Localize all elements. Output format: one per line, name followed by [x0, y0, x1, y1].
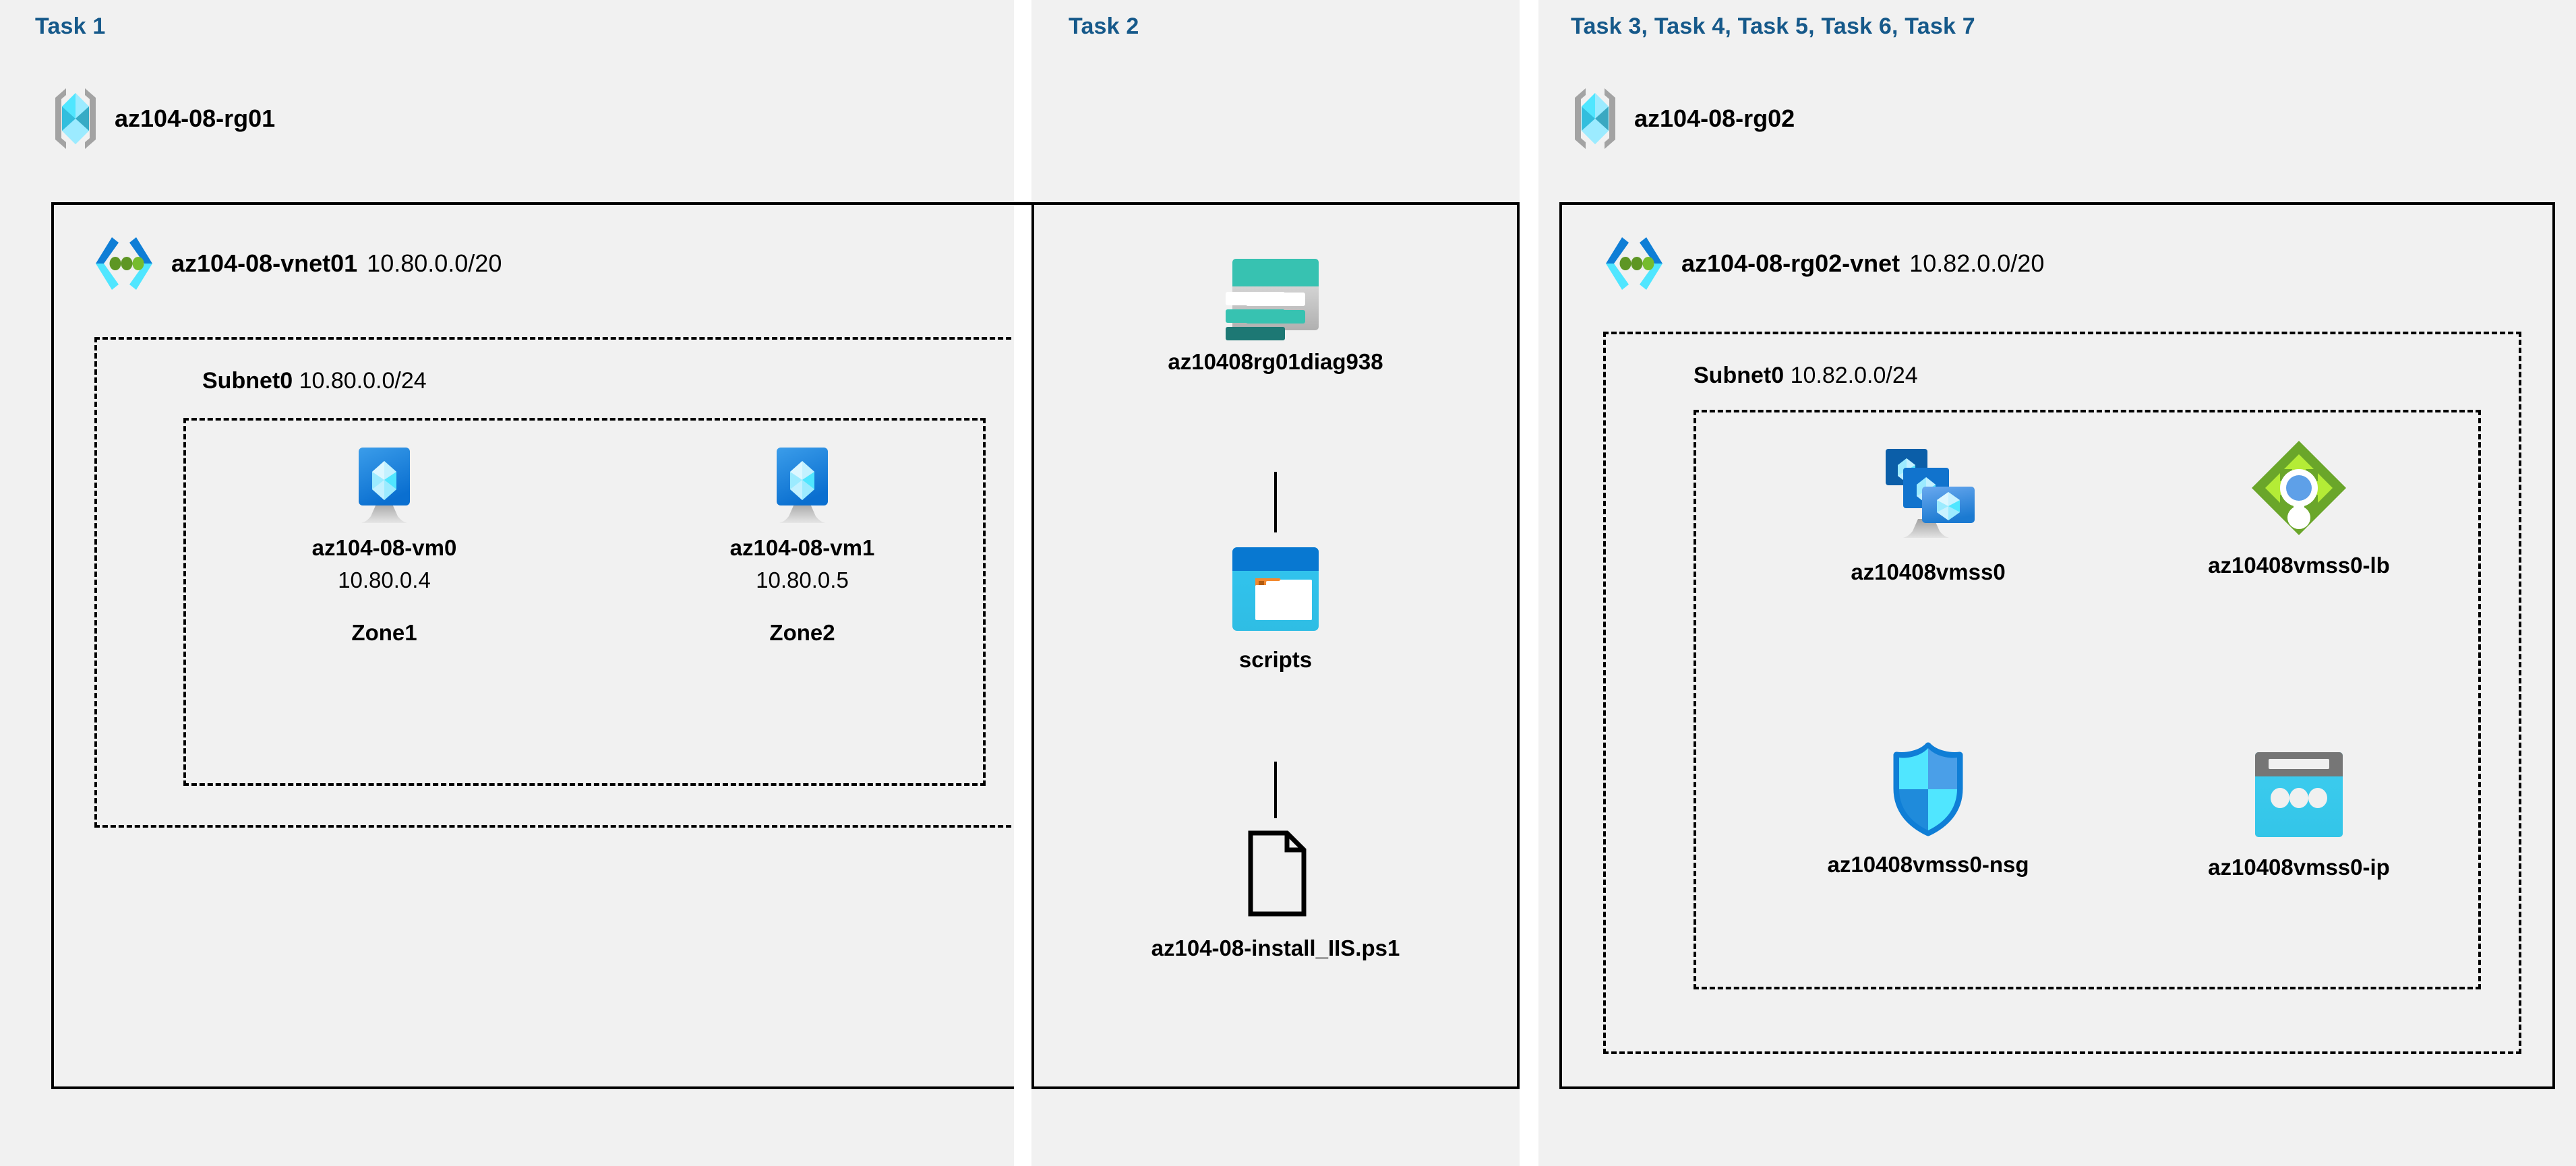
virtual-machine-icon: [349, 445, 419, 524]
subnet-cidr: 10.82.0.0/24: [1790, 363, 1918, 388]
vmss-node[interactable]: az10408vmss0: [1780, 445, 2076, 585]
task3-panel: [1556, 0, 2576, 1166]
panel-gap-lower: [1014, 206, 1031, 1166]
nsg-name: az10408vmss0-nsg: [1827, 852, 2029, 877]
vm-node-0[interactable]: az104-08-vm0 10.80.0.4 Zone1: [283, 445, 485, 646]
load-balancer-node[interactable]: az10408vmss0-lb: [2151, 438, 2447, 578]
vm-ip: 10.80.0.5: [756, 567, 849, 592]
vm-zone: Zone2: [769, 620, 835, 645]
public-ip-node[interactable]: az10408vmss0-ip: [2151, 749, 2447, 880]
task1-vm-group-box: [183, 418, 986, 786]
task3-vnet-header[interactable]: az104-08-rg02-vnet 10.82.0.0/20: [1603, 235, 2044, 293]
blob-container-node[interactable]: scripts: [1087, 546, 1464, 673]
task2-title: Task 2: [1069, 13, 1139, 39]
load-balancer-name: az10408vmss0-lb: [2208, 553, 2390, 578]
task3-subnet-box: [1603, 332, 2521, 1054]
load-balancer-icon: [2249, 438, 2349, 538]
public-ip-address-icon: [2251, 749, 2347, 840]
vnet-cidr: 10.82.0.0/20: [1909, 249, 2045, 277]
resource-group-label: az104-08-rg01: [115, 104, 276, 132]
vmss-name: az10408vmss0: [1851, 559, 2006, 584]
vm-ip: 10.80.0.4: [338, 567, 431, 592]
file-node[interactable]: az104-08-install_IIS.ps1: [1087, 829, 1464, 961]
connector-storage-to-container: [1274, 472, 1277, 532]
storage-account-rows: [1226, 292, 1290, 342]
task1-subnet-label: Subnet0 10.80.0.0/24: [202, 368, 427, 394]
panel-gap: [1014, 0, 1031, 202]
task3-resource-group-box: [1694, 410, 2481, 989]
file-icon: [1238, 829, 1313, 918]
connector-container-to-file: [1274, 762, 1277, 818]
task1-title: Task 1: [35, 13, 106, 39]
vnet-cidr: 10.80.0.0/20: [367, 249, 502, 277]
task3-subnet-label: Subnet0 10.82.0.0/24: [1694, 363, 1918, 389]
vnet-name: az104-08-rg02-vnet: [1681, 249, 1900, 277]
file-name: az104-08-install_IIS.ps1: [1151, 935, 1400, 960]
vm-node-1[interactable]: az104-08-vm1 10.80.0.5 Zone2: [701, 445, 903, 646]
vm-name: az104-08-vm1: [729, 535, 875, 560]
network-security-group-icon: [1887, 741, 1969, 837]
vm-zone: Zone1: [351, 620, 417, 645]
panel-gap-2-white: [1521, 0, 1538, 1166]
subnet-cidr: 10.80.0.0/24: [299, 368, 427, 394]
task3-title: Task 3, Task 4, Task 5, Task 6, Task 7: [1571, 13, 1975, 39]
virtual-machine-icon: [767, 445, 837, 524]
vm-name: az104-08-vm0: [311, 535, 457, 560]
public-ip-name: az10408vmss0-ip: [2208, 855, 2390, 880]
panel-gap-2-inner: [1538, 0, 1556, 1166]
task1-resource-group[interactable]: az104-08-rg01: [51, 86, 275, 151]
task3-resource-group[interactable]: az104-08-rg02: [1571, 86, 1795, 151]
blob-container-icon: [1230, 546, 1321, 632]
storage-account-name: az10408rg01diag938: [1168, 349, 1383, 374]
vnet-name: az104-08-vnet01: [171, 249, 358, 277]
subnet-name: Subnet0: [1694, 363, 1785, 388]
task1-panel: [0, 0, 1014, 1166]
virtual-network-icon: [93, 235, 155, 293]
subnet-name: Subnet0: [202, 368, 293, 394]
resource-group-label: az104-08-rg02: [1634, 104, 1795, 132]
virtual-network-icon: [1603, 235, 1665, 293]
task3-vnet-box: [1559, 202, 2555, 1089]
resource-group-icon: [1571, 86, 1619, 151]
task2-box: [1031, 202, 1520, 1089]
blob-container-name: scripts: [1238, 647, 1313, 672]
task1-vnet-header[interactable]: az104-08-vnet01 10.80.0.0/20: [93, 235, 502, 293]
nsg-node[interactable]: az10408vmss0-nsg: [1780, 741, 2076, 878]
resource-group-icon: [51, 86, 100, 151]
vm-scale-set-icon: [1878, 445, 1979, 545]
